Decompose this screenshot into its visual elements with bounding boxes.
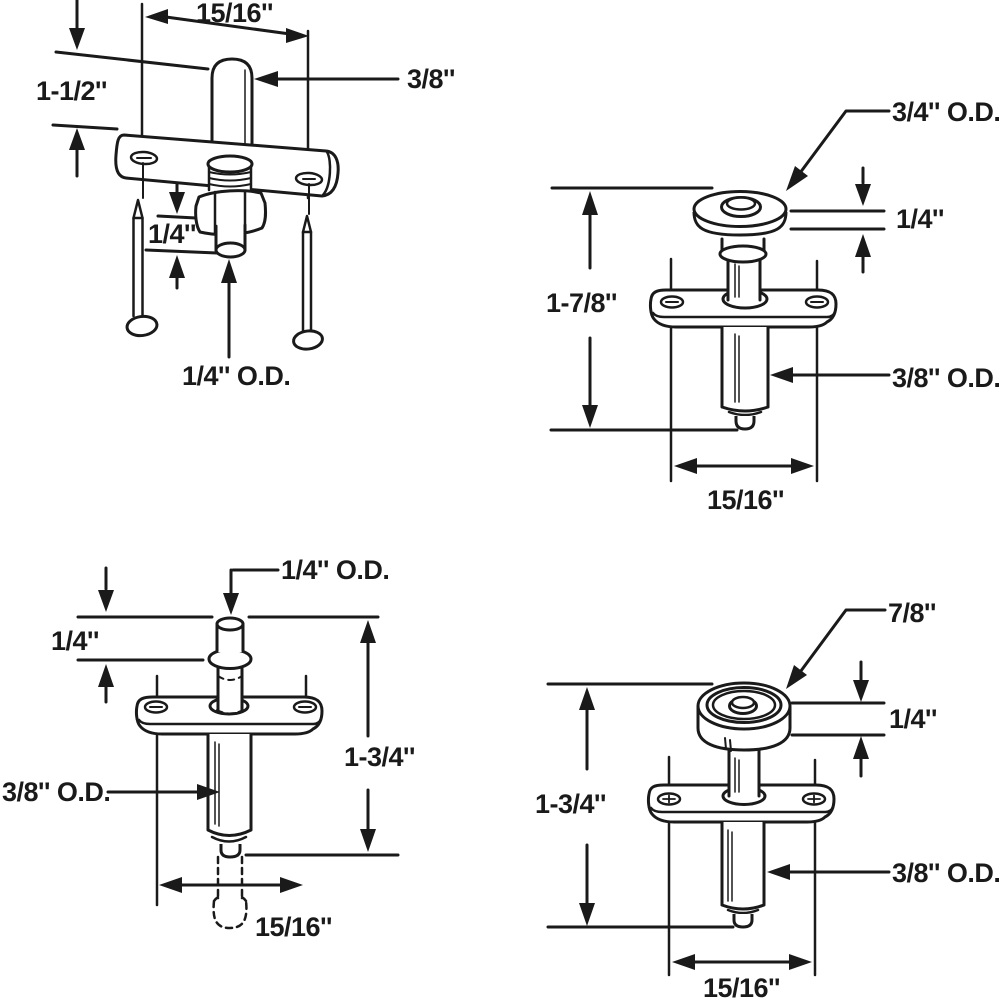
dim-cap-thickness: 1/4'' [896,204,944,234]
dim-stud-length: 1/4'' [148,219,196,249]
top-pin [210,57,254,151]
plate-edge [649,805,835,814]
shaft-highlight [214,741,220,827]
lower-shaft [206,732,253,837]
nail-left-point [132,198,144,220]
view-spring-guide: 1/4'' O.D. 1/4'' 1-3/4'' 3/8'' O.D. 15/1… [2,555,415,942]
hex-nut [194,189,268,237]
dimension-lines [549,109,891,468]
shaft-nub [734,416,756,431]
dim-overall-height: 1-3/4'' [535,789,606,819]
plate-edge [651,310,837,319]
wheel-hub-top [730,695,756,710]
shaft-nub [732,914,754,929]
nail-right-head [292,329,324,351]
shaft-nub [219,844,242,859]
dim-shaft-od: 3/8'' O.D. [892,858,999,888]
shaft-fill [722,822,764,906]
upper-shaft-highlight [734,757,740,793]
dim-plate-width: 15/16'' [255,912,332,942]
upper-shaft [727,748,761,798]
lower-shaft [720,820,766,911]
upper-shaft-fill [729,748,759,798]
wheel-rim-inner [711,689,777,721]
nail-right-point [301,214,313,234]
dim-shaft-od: 3/8'' O.D. [892,363,999,393]
view-wheel-guide: 7/8'' 1/4'' 1-3/4'' 3/8'' O.D. 15/16'' [535,598,999,1000]
dim-wheel-od: 7/8'' [888,598,936,628]
collar-flange [207,648,253,670]
nail-left-shaft [132,216,144,318]
dimension-lines [51,0,400,359]
shaft-fill [722,327,768,409]
wheel-rim-outer [705,686,783,724]
lower-pin-sides [214,223,247,252]
dimension-lines [76,566,400,887]
screw-hole-left-cross [662,794,676,804]
pin-sides [215,622,245,653]
shaft-highlight [734,333,740,403]
shaft-taper [727,410,763,417]
dim-shaft-od: 3/8'' O.D. [2,777,110,807]
hidden-spring-pin [212,855,248,930]
wheel-face-marks [724,737,732,752]
nail-left-head [125,314,159,338]
upper-shaft-highlight [734,263,740,298]
dim-pin-od: 1/4'' O.D. [281,555,389,585]
dim-plate-width: 15/16'' [196,0,273,28]
tube-fill [219,662,241,712]
shaft-highlight [727,829,733,902]
dim-overall-height: 1-1/2'' [36,76,107,106]
plate-edge [137,717,323,726]
shaft-taper [210,835,248,843]
plate-edge [321,150,332,197]
view-top-pivot-nut: 15/16'' 1-1/2'' 3/8'' 1/4'' 1/4'' O.D. [36,0,455,391]
dim-wheel-thickness: 1/4'' [889,704,937,734]
lower-shaft [720,325,770,413]
view-disc-pivot: 3/4'' O.D. 1/4'' 1-7/8'' 3/8'' O.D. 15/1… [546,97,999,515]
upper-shaft [726,256,762,302]
dim-plate-width: 15/16'' [703,973,780,1000]
shaft-taper [726,908,760,915]
tube-sides [216,663,244,712]
dimension-lines [546,608,891,964]
nail-right-shaft [301,230,313,335]
dim-cap-od: 3/4'' O.D. [892,97,999,127]
screw-hole-right-cross [807,794,821,804]
nail-align-lines [142,162,310,215]
lower-pin-tip [214,241,247,259]
pin-top [215,616,245,632]
dim-pin-od: 1/4'' O.D. [182,361,290,391]
stud-collar [206,154,254,174]
dim-top-pin-diameter: 3/8'' [407,64,455,94]
dim-overall-height: 1-3/4'' [344,742,415,772]
ferrule-flange [718,244,768,264]
dim-overall-height: 1-7/8'' [546,288,617,318]
disc-hub-top [725,196,757,211]
tube-hidden-arcs [216,675,244,715]
upper-shaft-fill [728,256,760,302]
dim-pin-height: 1/4'' [51,626,99,656]
dim-plate-width: 15/16'' [707,485,784,515]
